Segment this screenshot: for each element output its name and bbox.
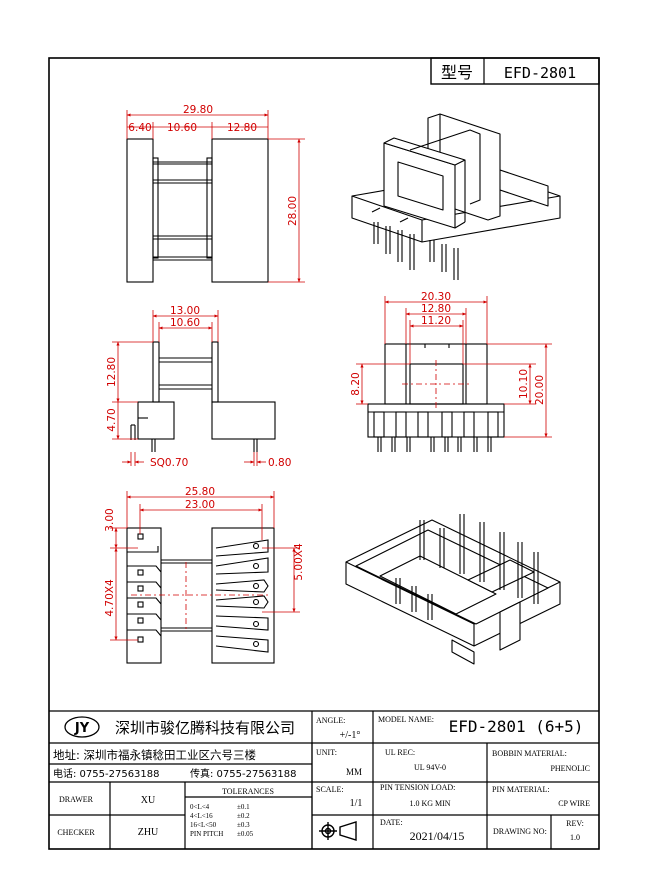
top-view-dimensions	[126, 110, 305, 283]
dim-top-middle: 10.60	[167, 122, 197, 134]
tolerance-range: 16<L<50	[190, 821, 217, 829]
dim-front-overall-height: 20.00	[534, 375, 546, 405]
dim-top-height: 28.00	[287, 196, 299, 226]
header-model-label: 型号	[441, 63, 473, 82]
header-model-box: 型号 EFD-2801	[430, 57, 600, 85]
iso-view-bottom-drawing	[345, 514, 561, 665]
dim-front-window-height: 8.20	[350, 372, 362, 395]
dim-bottom-right-pitch: 5.00X4	[293, 543, 305, 581]
dim-top-left: 6.40	[128, 122, 151, 134]
dim-side-width-inner: 10.60	[170, 317, 200, 329]
dim-front-flange-width: 12.80	[421, 303, 451, 315]
checker-label: CHECKER	[57, 828, 95, 837]
company-fax: 传真: 0755-27563188	[190, 767, 297, 780]
checker-value: ZHU	[138, 827, 159, 838]
dim-front-core-height: 10.10	[518, 369, 530, 399]
tolerance-range: 4<L<16	[190, 812, 213, 820]
rev-label: REV:	[566, 819, 584, 828]
dim-side-pin-gap: 0.80	[268, 457, 291, 469]
dim-side-width-outer: 13.00	[170, 305, 200, 317]
tolerance-value: ±0.1	[237, 803, 250, 811]
projection-symbol-icon	[319, 821, 357, 841]
bottom-view-centerlines	[131, 562, 270, 630]
drawing-no-label: DRAWING NO:	[493, 827, 547, 836]
side-view-dimensions	[112, 310, 266, 466]
dim-bottom-top-offset: 3.00	[104, 508, 116, 531]
pin-material-value: CP WIRE	[558, 799, 590, 808]
top-view-drawing	[126, 138, 269, 283]
company-address: 地址: 深圳市福永镇稔田工业区六号三楼	[53, 748, 257, 762]
pin-tension-label: PIN TENSION LOAD:	[380, 783, 455, 792]
tolerance-value: ±0.2	[237, 812, 250, 820]
dim-side-base-height: 4.70	[106, 408, 118, 431]
tolerances-label: TOLERANCES	[222, 787, 274, 796]
unit-label: UNIT:	[316, 748, 337, 757]
tolerance-value: ±0.3	[237, 821, 250, 829]
dim-top-right: 12.80	[227, 122, 257, 134]
scale-value: 1/1	[350, 798, 363, 809]
date-value: 2021/04/15	[410, 829, 465, 843]
scale-label: SCALE:	[316, 785, 344, 794]
sheet-border	[48, 57, 600, 850]
dim-bottom-left-pitch: 4.70X4	[104, 579, 116, 617]
front-view-dimensions	[356, 296, 552, 438]
model-name-label: MODEL NAME:	[378, 715, 434, 724]
tolerance-range: PIN PITCH	[190, 830, 223, 838]
company-logo	[64, 716, 100, 738]
bobbin-material-label: BOBBIN MATERIAL:	[492, 749, 567, 758]
iso-view-top-drawing	[351, 113, 561, 280]
pin-tension-value: 1.0 KG MIN	[409, 799, 450, 808]
company-name: 深圳市骏亿腾科技有限公司	[115, 719, 295, 737]
tolerance-range: 0<L<4	[190, 803, 210, 811]
rev-value: 1.0	[570, 833, 580, 842]
company-phone: 电话: 0755-27563188	[53, 767, 160, 780]
ul-rec-label: UL REC:	[385, 748, 415, 757]
dim-side-pin-size: SQ0.70	[150, 457, 188, 469]
model-name-value: EFD-2801 (6+5)	[449, 717, 584, 736]
title-block-grid	[49, 710, 599, 849]
unit-value: MM	[346, 767, 362, 777]
date-label: DATE:	[380, 818, 403, 827]
dim-bottom-overall-width: 25.80	[185, 486, 215, 498]
dim-top-overall-width: 29.80	[183, 104, 213, 116]
bottom-view-drawing	[126, 527, 275, 664]
angle-label: ANGLE:	[316, 716, 345, 725]
pin-material-label: PIN MATERIAL:	[492, 785, 550, 794]
bobbin-material-value: PHENOLIC	[550, 764, 590, 773]
title-block: JY 深圳市骏亿腾科技有限公司 ANGLE: +/-1° MODEL NAME:…	[53, 715, 590, 843]
dim-front-window-width: 11.20	[421, 315, 451, 327]
front-view-centerlines	[402, 360, 470, 408]
dim-side-upper-height: 12.80	[106, 357, 118, 387]
header-model-value: EFD-2801	[504, 64, 576, 82]
dim-bottom-pin-span: 23.00	[185, 499, 215, 511]
angle-value: +/-1°	[340, 730, 361, 741]
drawer-label: DRAWER	[59, 795, 94, 804]
ul-rec-value: UL 94V-0	[414, 763, 446, 772]
drawer-value: XU	[141, 795, 156, 806]
bottom-view-dimensions	[110, 491, 300, 641]
side-view-drawing	[130, 341, 276, 452]
dim-front-overall-width: 20.30	[421, 291, 451, 303]
tolerance-value: ±0.05	[237, 830, 254, 838]
company-logo-text: JY	[74, 721, 90, 736]
